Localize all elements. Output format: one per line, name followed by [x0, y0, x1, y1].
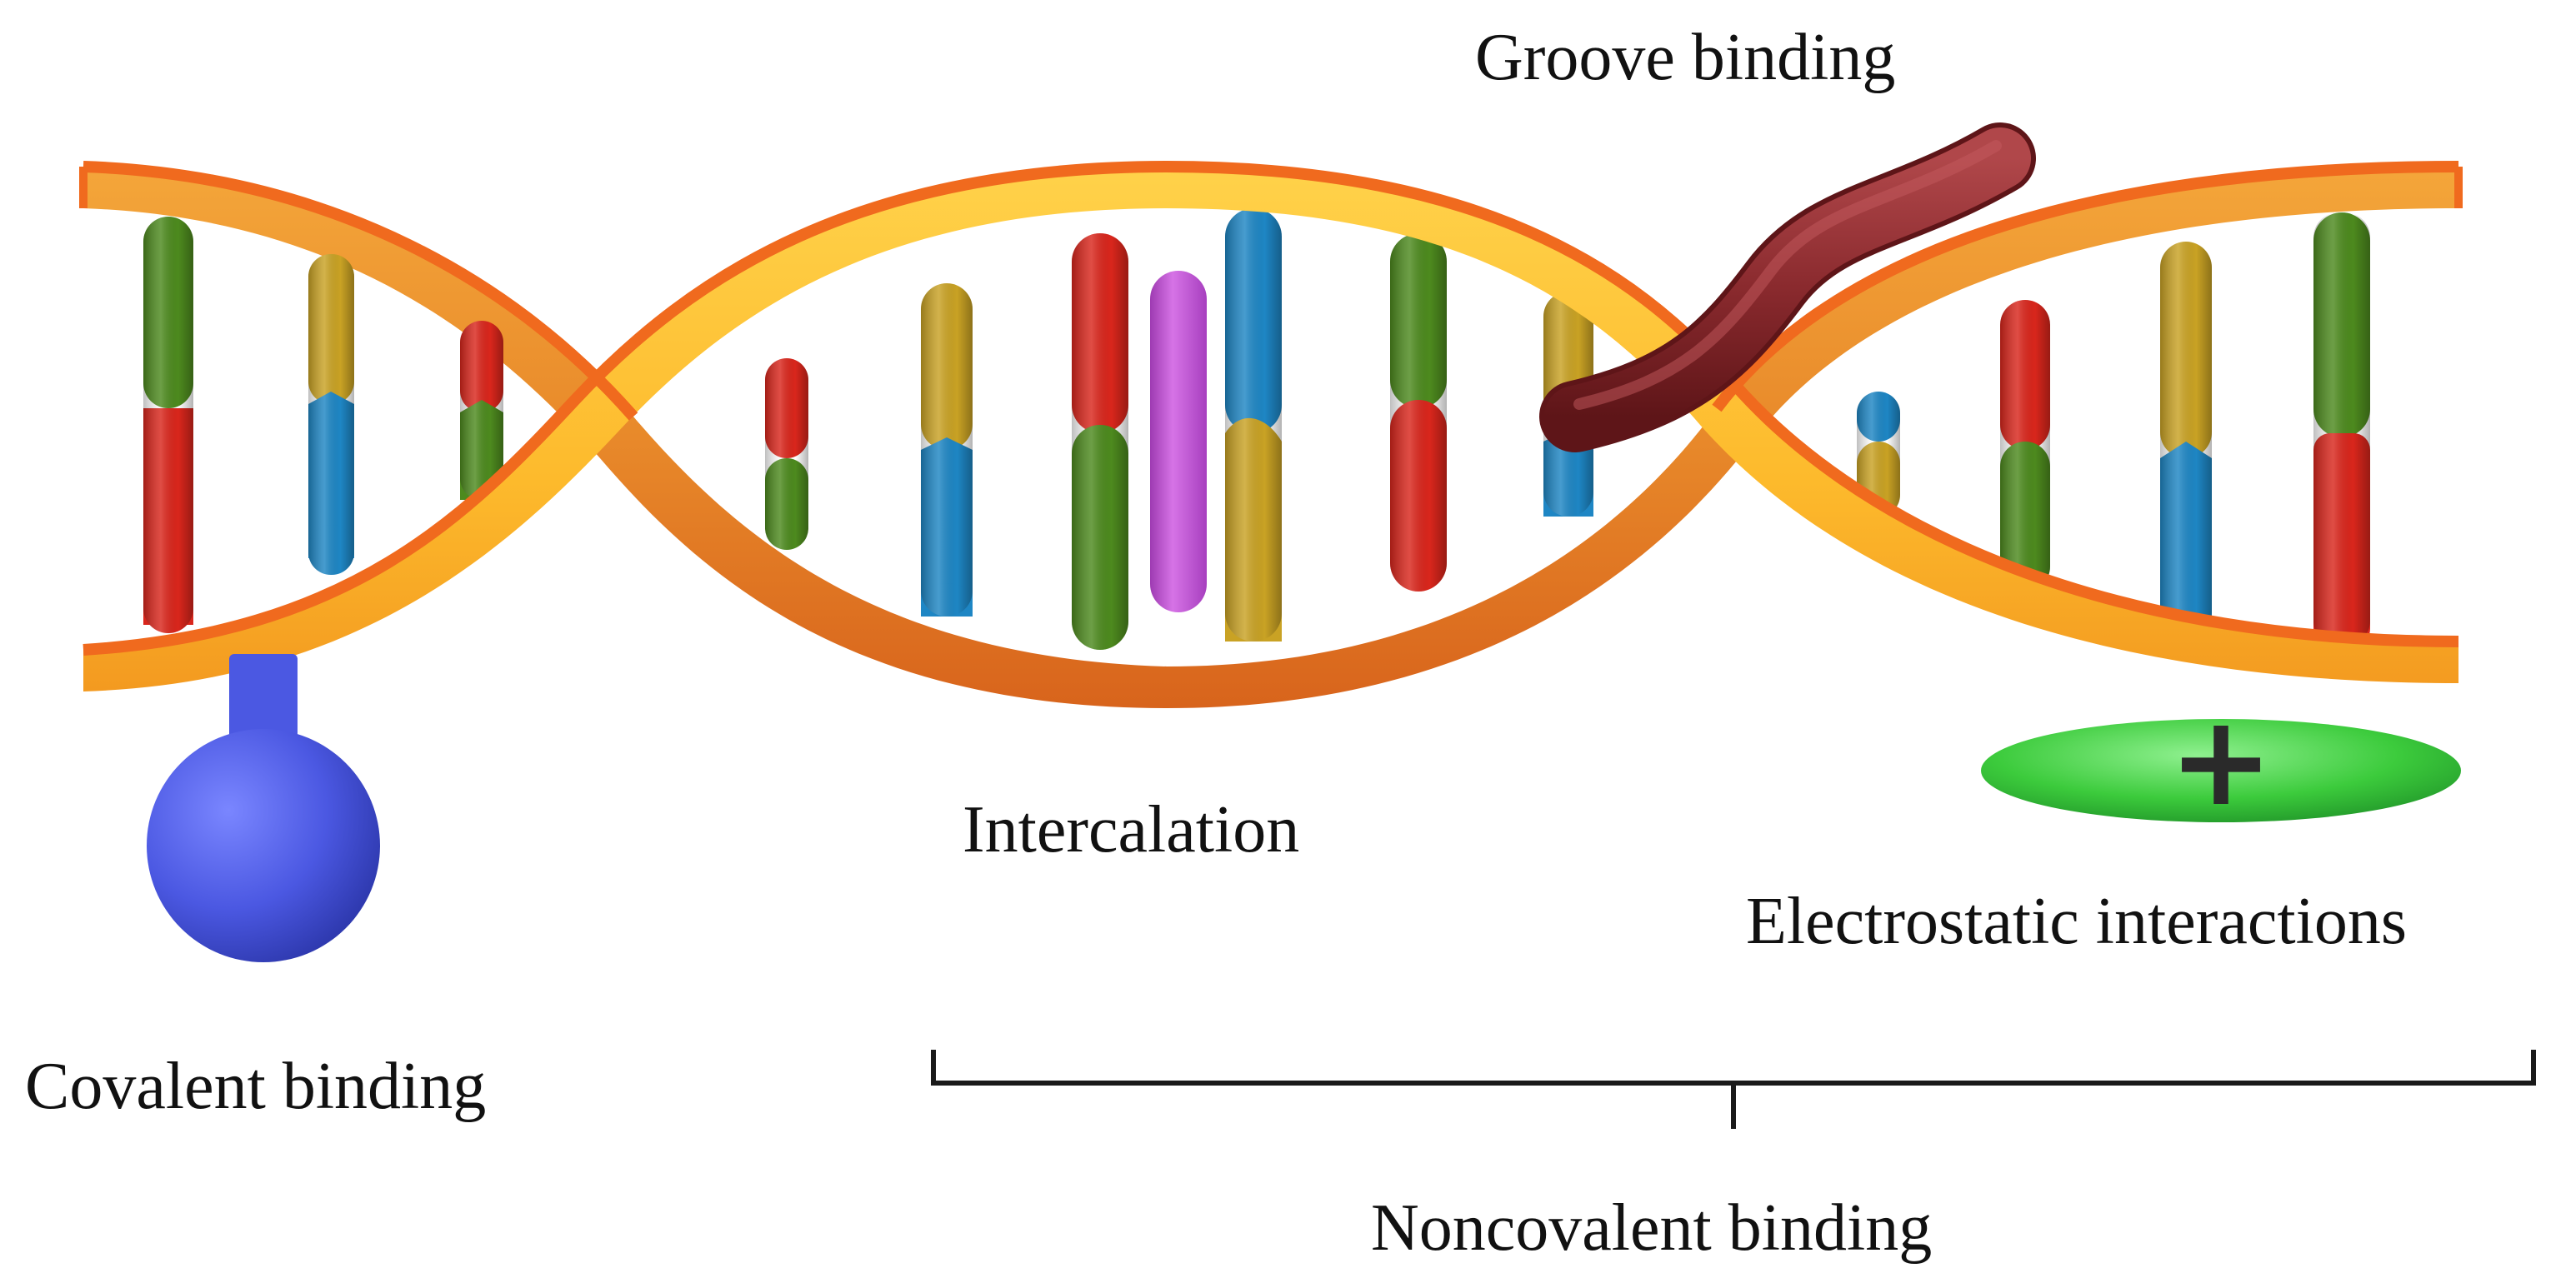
label-groove-binding: Groove binding — [1475, 21, 1895, 94]
base-pair-rod — [460, 321, 503, 500]
base-pair-rod — [1225, 208, 1282, 642]
base-pair-rod — [143, 217, 193, 633]
label-covalent-binding: Covalent binding — [25, 1050, 486, 1123]
dna-front-strand — [83, 160, 2459, 691]
base-pair-rod — [2313, 212, 2370, 646]
label-noncovalent-binding: Noncovalent binding — [1371, 1191, 1932, 1265]
dna-back-strand — [83, 167, 2458, 708]
base-pairs — [143, 208, 2370, 650]
base-pair-rod — [921, 283, 973, 617]
intercalator-molecule — [1150, 271, 1207, 612]
groove-binder-molecule — [1539, 122, 2036, 452]
base-pair-rod — [2160, 242, 2212, 637]
plus-sign: + — [2168, 689, 2273, 834]
label-electrostatic-interactions: Electrostatic interactions — [1746, 885, 2407, 958]
cation-ellipse — [1981, 719, 2461, 822]
covalent-adduct — [147, 654, 380, 962]
noncovalent-bracket — [931, 1050, 2536, 1129]
base-pair-rod — [1072, 233, 1128, 650]
base-pair-rod — [308, 254, 354, 575]
base-pair-rod — [1390, 233, 1447, 592]
label-intercalation: Intercalation — [963, 793, 1299, 866]
base-pair-rod — [2000, 300, 2050, 592]
dna-back-strand-edge — [79, 161, 2463, 421]
base-pair-rod — [765, 358, 808, 550]
